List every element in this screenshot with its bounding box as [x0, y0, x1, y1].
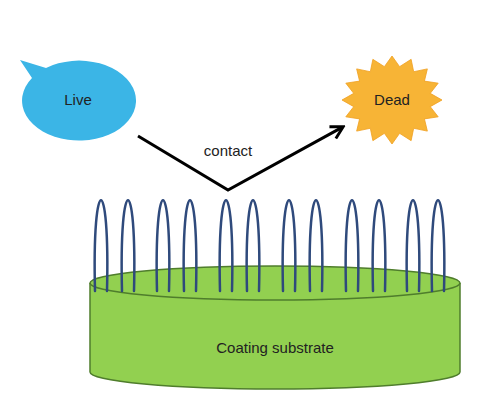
bubble-outline [20, 60, 136, 141]
edge-label: contact [204, 142, 252, 159]
substrate-disc: Coating substrate [88, 264, 462, 392]
contact-arrow [138, 127, 342, 190]
starburst-shape: Dead [342, 56, 442, 144]
node-text: Live [64, 91, 92, 109]
star-outline [342, 56, 442, 144]
disc-rim [90, 283, 460, 300]
node-text: Coating substrate [216, 339, 334, 357]
disc-body [90, 266, 460, 389]
node-outline [88, 264, 462, 392]
node-text: Dead [374, 91, 410, 109]
speech-bubble: Live [18, 56, 138, 144]
